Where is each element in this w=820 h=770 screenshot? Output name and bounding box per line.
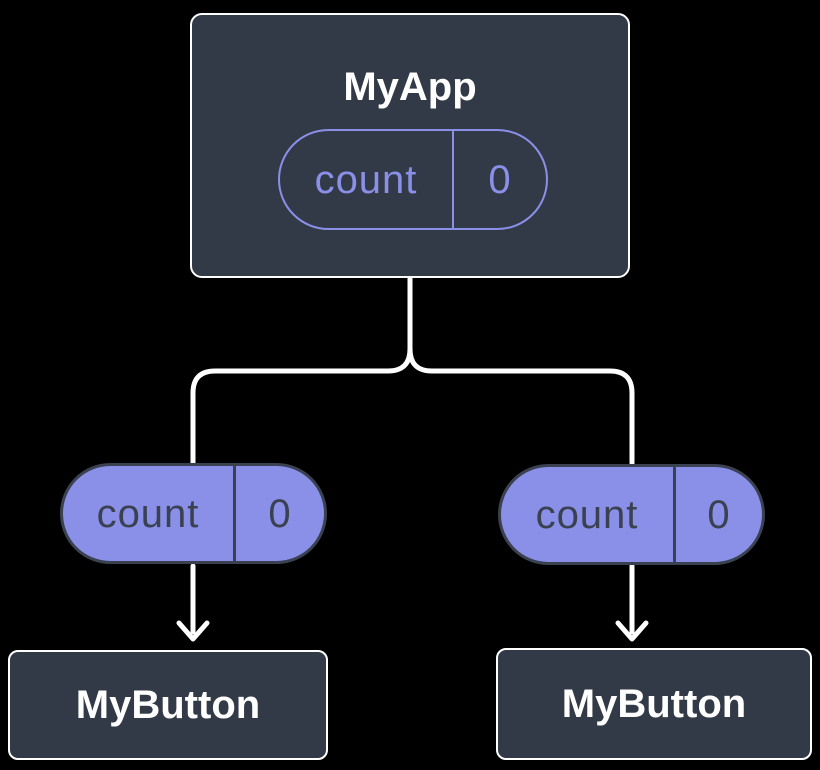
- branch-right-line: [407, 276, 635, 466]
- arrow-right-head-icon: [615, 620, 649, 642]
- state-pill: count 0: [278, 129, 548, 230]
- arrow-left-head-icon: [176, 620, 210, 642]
- mybutton-right-title: MyButton: [561, 682, 747, 726]
- myapp-title: MyApp: [343, 65, 477, 109]
- myapp-component-box: MyApp count 0: [190, 13, 630, 278]
- prop-pill-left-label: count: [63, 466, 236, 561]
- mybutton-left-box: MyButton: [8, 650, 328, 760]
- mybutton-left-title: MyButton: [75, 683, 261, 727]
- state-pill-label: count: [280, 131, 454, 228]
- mybutton-right-box: MyButton: [496, 648, 812, 760]
- prop-pill-right-value: 0: [707, 492, 731, 537]
- prop-pill-left: count 0: [60, 463, 327, 564]
- prop-pill-right: count 0: [498, 464, 765, 565]
- branch-left-line: [190, 276, 413, 466]
- prop-pill-left-value: 0: [268, 491, 292, 536]
- prop-pill-right-label: count: [501, 467, 676, 562]
- state-pill-value: 0: [488, 157, 512, 202]
